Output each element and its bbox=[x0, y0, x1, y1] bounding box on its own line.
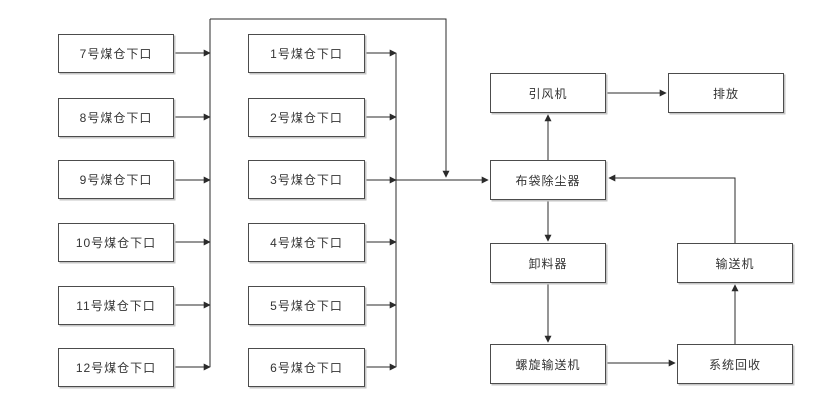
node-bunker-4: 4号煤仓下口 bbox=[248, 223, 365, 262]
node-bunker-8: 8号煤仓下口 bbox=[58, 98, 174, 137]
node-bunker-11: 11号煤仓下口 bbox=[58, 286, 174, 325]
node-unloader: 卸料器 bbox=[490, 243, 606, 283]
node-screw-conveyor: 螺旋输送机 bbox=[490, 344, 606, 384]
node-bunker-12: 12号煤仓下口 bbox=[58, 348, 174, 387]
node-bunker-3: 3号煤仓下口 bbox=[248, 160, 365, 199]
node-system-recovery: 系统回收 bbox=[677, 344, 793, 384]
node-bunker-10: 10号煤仓下口 bbox=[58, 223, 174, 262]
node-bunker-2: 2号煤仓下口 bbox=[248, 98, 365, 137]
node-bunker-9: 9号煤仓下口 bbox=[58, 160, 174, 199]
node-conveyor: 输送机 bbox=[677, 243, 793, 283]
node-bunker-7: 7号煤仓下口 bbox=[58, 34, 174, 73]
node-bag-dust-collector: 布袋除尘器 bbox=[490, 160, 606, 200]
node-bunker-6: 6号煤仓下口 bbox=[248, 348, 365, 387]
edge-conveyor-to-dust bbox=[608, 174, 736, 243]
node-bunker-1: 1号煤仓下口 bbox=[248, 34, 365, 73]
node-discharge: 排放 bbox=[668, 73, 784, 113]
node-bunker-5: 5号煤仓下口 bbox=[248, 286, 365, 325]
edge-top-feed bbox=[210, 18, 450, 178]
node-induced-draft-fan: 引风机 bbox=[490, 73, 606, 113]
